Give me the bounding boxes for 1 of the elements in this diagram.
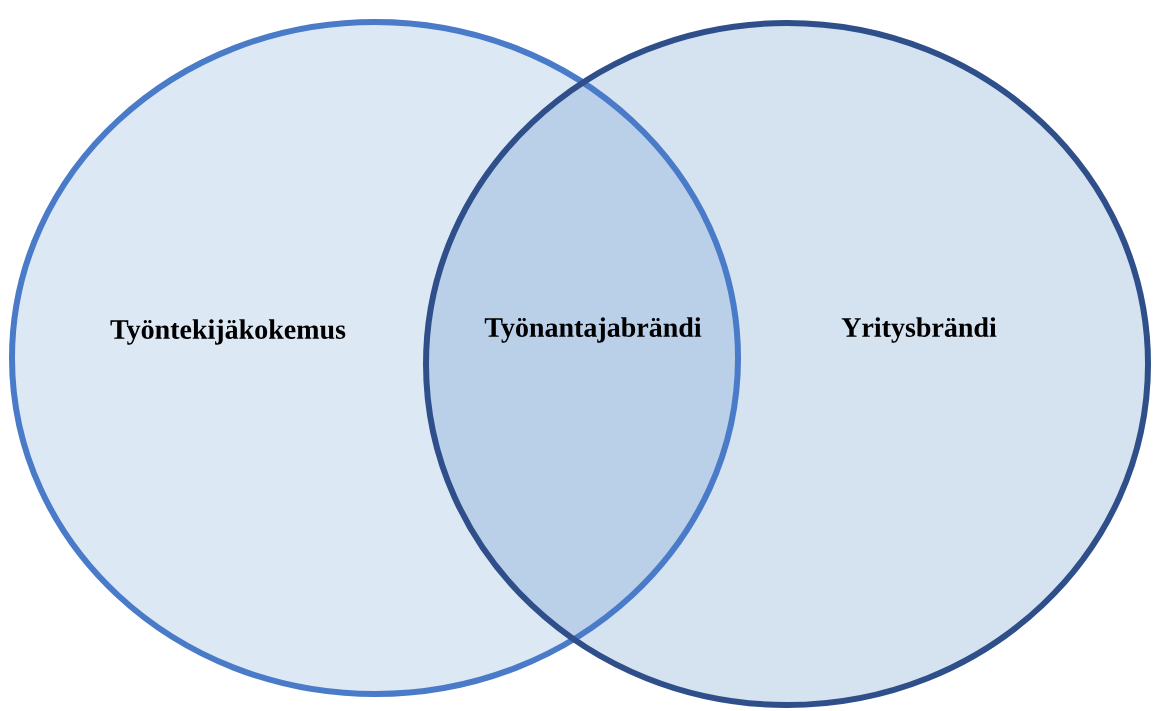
overlap-region: Työnantajabrändi: [484, 317, 702, 343]
